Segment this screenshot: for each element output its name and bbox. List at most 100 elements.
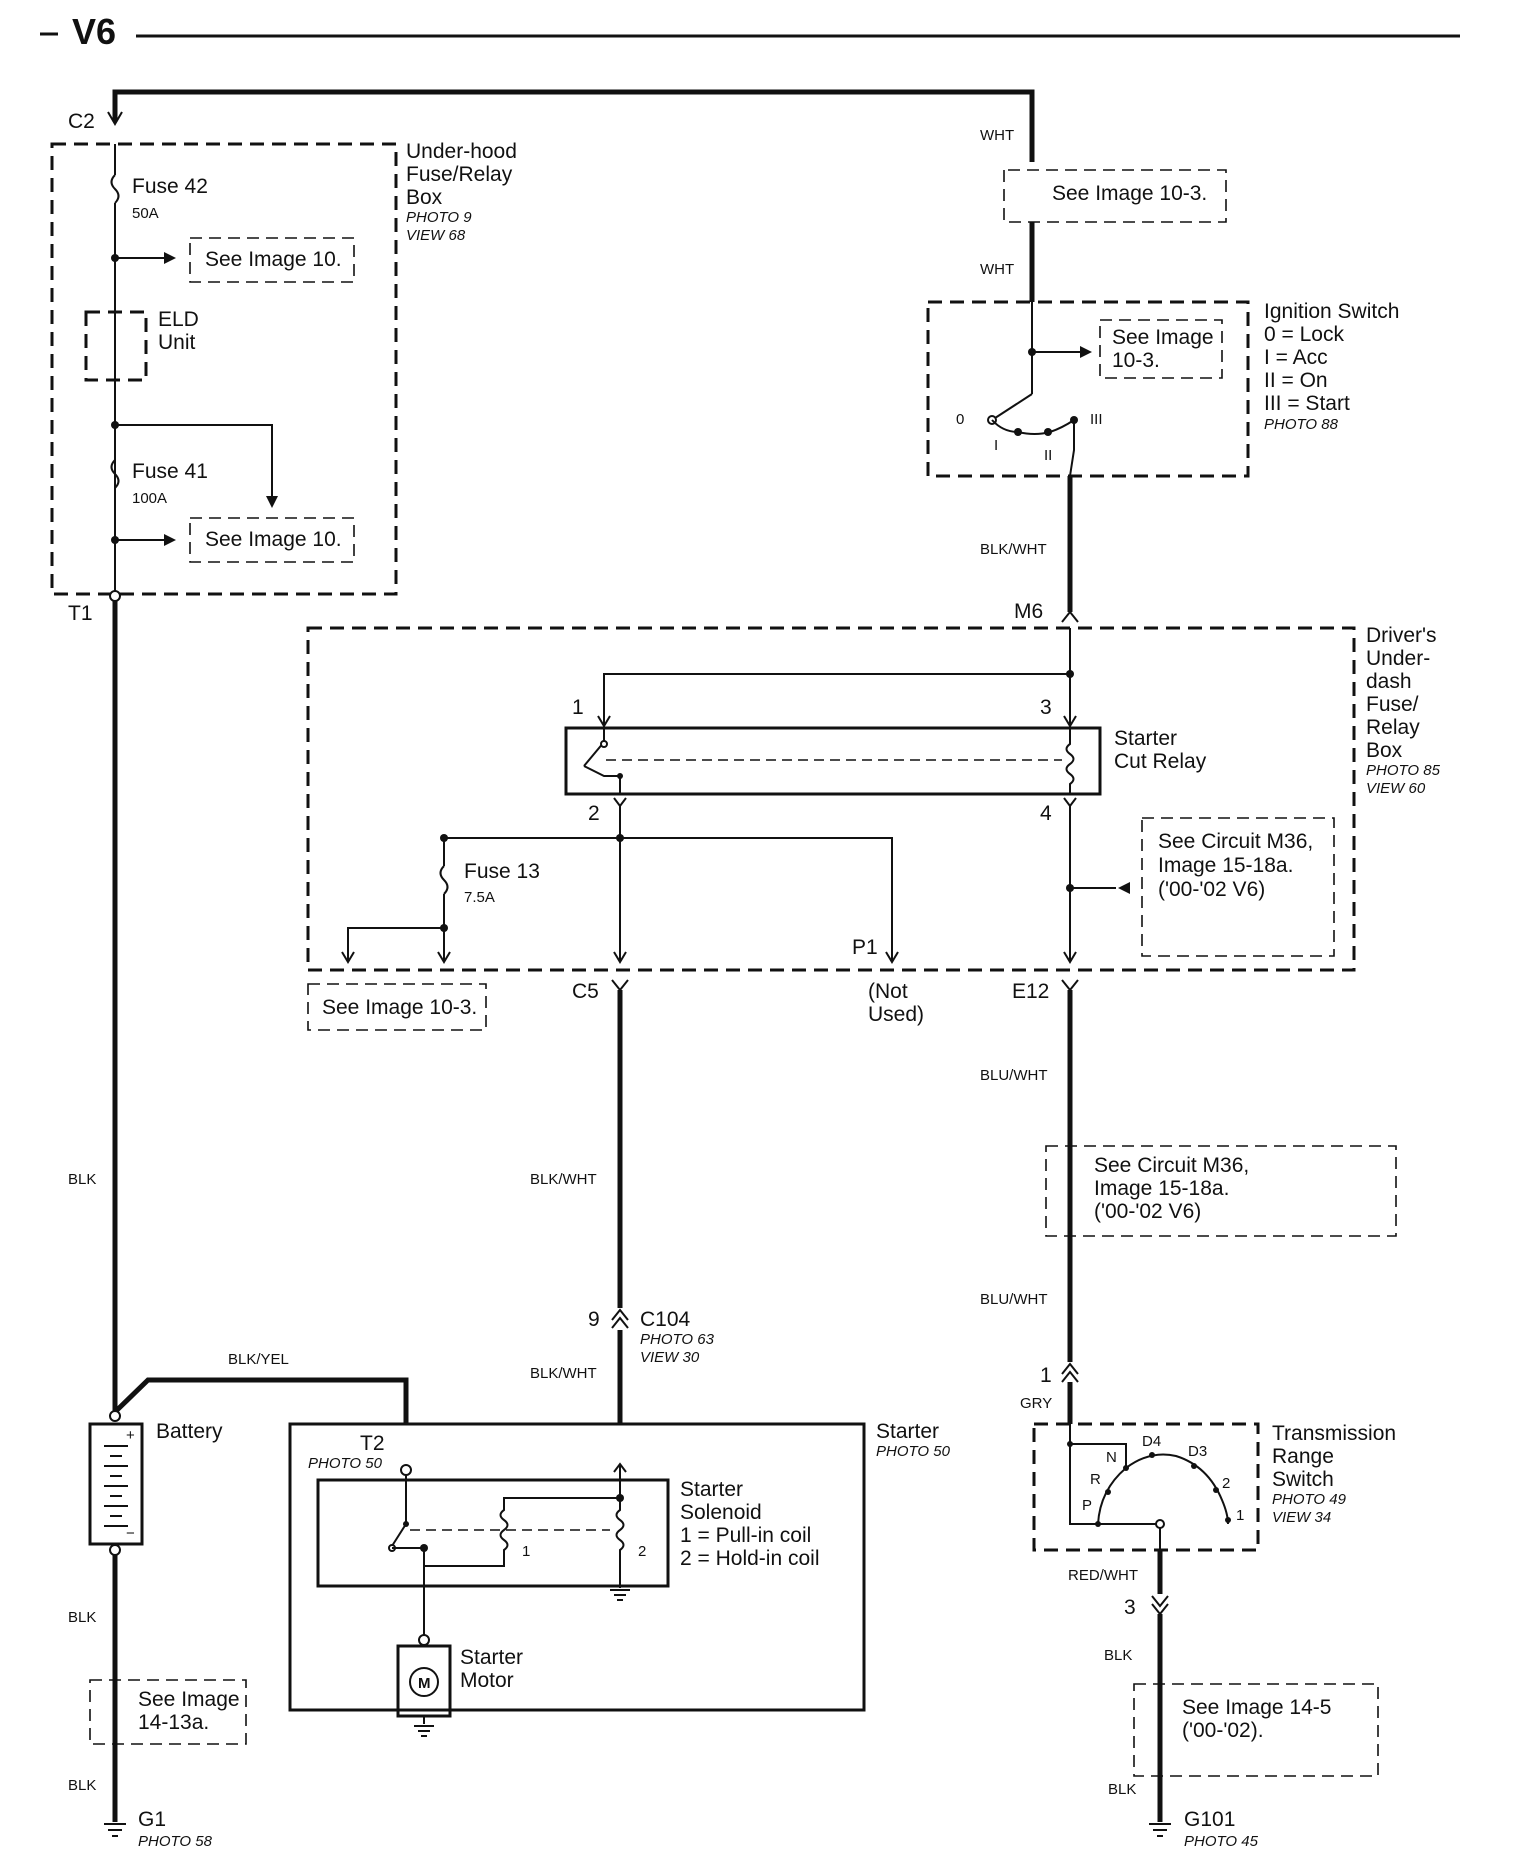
wire-label-blk-2: BLK xyxy=(68,1609,96,1626)
ground-g1: G1 xyxy=(138,1808,166,1831)
trs-pos-1: 1 xyxy=(1236,1507,1244,1524)
trs-to-ground-wire: RED/WHT 3 BLK BLK G101 PHOTO 45 xyxy=(1068,1550,1259,1850)
fuse41-symbol xyxy=(110,459,120,489)
box-name-2: Fuse/Relay xyxy=(406,163,513,186)
solenoid-coil-1: 1 = Pull-in coil xyxy=(680,1524,811,1547)
not-used-1: (Not xyxy=(868,980,908,1003)
ign-pos-0: 0 = Lock xyxy=(1264,323,1344,346)
ref-circuit-m36-outside[interactable]: See Circuit M36, Image 15-18a. ('00-'02 … xyxy=(1045,1145,1397,1237)
ign-term-2: II xyxy=(1044,447,1052,464)
trs-pos-d3: D3 xyxy=(1188,1443,1207,1460)
connector-t2: T2 xyxy=(360,1432,385,1455)
connector-c5: C5 xyxy=(572,980,599,1003)
c5-to-starter-wire: BLK/WHT 9 C104 PHOTO 63 VIEW 30 BLK/WHT xyxy=(530,990,715,1424)
udbox-name-5: Relay xyxy=(1366,716,1420,739)
ref-image-10-3-fuse13[interactable]: See Image 10-3. xyxy=(307,983,487,1031)
connector-m6: M6 xyxy=(1014,600,1043,623)
solenoid-n2: 2 xyxy=(638,1543,646,1560)
c104-pin: 9 xyxy=(588,1308,600,1331)
ign-pos-2: II = On xyxy=(1264,369,1328,392)
udbox-view: VIEW 60 xyxy=(1366,780,1426,797)
svg-text:+: + xyxy=(126,1427,135,1444)
udbox-name-3: dash xyxy=(1366,670,1412,693)
wire-label-blu-wht-1: BLU/WHT xyxy=(980,1067,1048,1084)
starter-cut-relay xyxy=(564,726,1102,796)
ref-label-2: Image 15-18a. xyxy=(1158,854,1293,877)
udbox-name-4: Fuse/ xyxy=(1366,693,1419,716)
svg-text:−: − xyxy=(126,1525,135,1542)
box-view: VIEW 68 xyxy=(406,227,466,244)
fuse13-symbol xyxy=(439,865,449,895)
t2-photo: PHOTO 50 xyxy=(308,1455,383,1472)
wire-label-wht-1: WHT xyxy=(980,127,1014,144)
ref-image-10-3-top[interactable]: See Image 10-3. xyxy=(1003,169,1227,223)
wire-label-gry: GRY xyxy=(1020,1395,1052,1412)
relay-pin-3: 3 xyxy=(1040,696,1052,719)
wire-label-blk-wht-3: BLK/WHT xyxy=(530,1365,597,1382)
ground-g1-photo: PHOTO 58 xyxy=(138,1833,213,1850)
motor-name-1: Starter xyxy=(460,1646,523,1669)
eld-name-1: ELD xyxy=(158,308,199,331)
connector-p1: P1 xyxy=(852,936,878,959)
motor-letter: M xyxy=(418,1675,431,1692)
eld-name-2: Unit xyxy=(158,331,196,354)
wire-label-blu-wht-2: BLU/WHT xyxy=(980,1291,1048,1308)
ref-image-14-13a[interactable]: See Image 14-13a. xyxy=(89,1679,247,1745)
relay-pin-1: 1 xyxy=(572,696,584,719)
fuse41-name: Fuse 41 xyxy=(132,460,208,483)
ref-circuit-m36-inside[interactable]: See Circuit M36, Image 15-18a. ('00-'02 … xyxy=(1141,817,1335,957)
ign-term-0: 0 xyxy=(956,411,964,428)
connector-e12: E12 xyxy=(1012,980,1049,1003)
ref-label: See Image 10-3. xyxy=(1052,182,1207,205)
eld-unit-box xyxy=(84,310,148,382)
ground-g101: G101 xyxy=(1184,1808,1235,1831)
connector-c2: C2 xyxy=(68,110,95,133)
ref-label: See Image 10. xyxy=(205,528,342,551)
ref-image-10-3-ignition[interactable]: See Image 10-3. xyxy=(1099,319,1223,379)
ref-image-10-a[interactable]: See Image 10. xyxy=(189,237,355,283)
ref-label-3: ('00-'02 V6) xyxy=(1094,1200,1201,1223)
trs-name-2: Range xyxy=(1272,1445,1334,1468)
trs-pos-n: N xyxy=(1106,1449,1117,1466)
transmission-range-switch: Transmission Range Switch PHOTO 49 VIEW … xyxy=(1032,1422,1396,1552)
trs-view: VIEW 34 xyxy=(1272,1509,1331,1526)
c104-photo: PHOTO 63 xyxy=(640,1331,715,1348)
not-used-2: Used) xyxy=(868,1003,924,1026)
header: V6 xyxy=(40,11,1460,52)
ref-image-10-b[interactable]: See Image 10. xyxy=(189,517,355,563)
relay-name-2: Cut Relay xyxy=(1114,750,1207,773)
wire-label-red-wht: RED/WHT xyxy=(1068,1567,1138,1584)
trs-photo: PHOTO 49 xyxy=(1272,1491,1347,1508)
ref-label: See Image 10-3. xyxy=(322,996,477,1019)
ign-pos-3: III = Start xyxy=(1264,392,1350,415)
box-name-3: Box xyxy=(406,186,443,209)
wire-label-blk-4: BLK xyxy=(1104,1647,1132,1664)
trs-pos-2: 2 xyxy=(1222,1475,1230,1492)
trs-pin-1: 1 xyxy=(1040,1364,1052,1387)
ref-label: See Image 10. xyxy=(205,248,342,271)
ref-image-14-5[interactable]: See Image 14-5 ('00-'02). xyxy=(1133,1683,1379,1777)
solenoid-name-1: Starter xyxy=(680,1478,743,1501)
underhood-fuse-relay-box: C2 Under-hood Fuse/Relay Box PHOTO 9 VIE… xyxy=(50,110,517,625)
motor-name-2: Motor xyxy=(460,1669,514,1692)
fuse42-name: Fuse 42 xyxy=(132,175,208,198)
trs-pos-p: P xyxy=(1082,1497,1092,1514)
ground-g1-symbol xyxy=(104,1823,126,1837)
wire-label-blk-3: BLK xyxy=(68,1777,96,1794)
battery-body xyxy=(88,1422,144,1546)
udbox-name-6: Box xyxy=(1366,739,1403,762)
ref-label-1: See Image 14-5 xyxy=(1182,1696,1331,1719)
battery: BLK/YEL + − Battery BLK BLK G1 PHOTO 58 xyxy=(68,1351,409,1850)
trs-pos-r: R xyxy=(1090,1471,1101,1488)
page-title: V6 xyxy=(72,11,116,52)
box-name-1: Under-hood xyxy=(406,140,517,163)
ref-label-1: See Image xyxy=(1112,326,1214,349)
ref-label-1: See Circuit M36, xyxy=(1158,830,1313,853)
fuse13-name: Fuse 13 xyxy=(464,860,540,883)
wire-label-blk-wht-1: BLK/WHT xyxy=(980,541,1047,558)
ref-label-2: 14-13a. xyxy=(138,1711,209,1734)
starter-name: Starter xyxy=(876,1420,939,1443)
trs-pin-3: 3 xyxy=(1124,1596,1136,1619)
top-wire: WHT WHT xyxy=(112,89,1035,302)
wire-label-blk-1: BLK xyxy=(68,1171,96,1188)
